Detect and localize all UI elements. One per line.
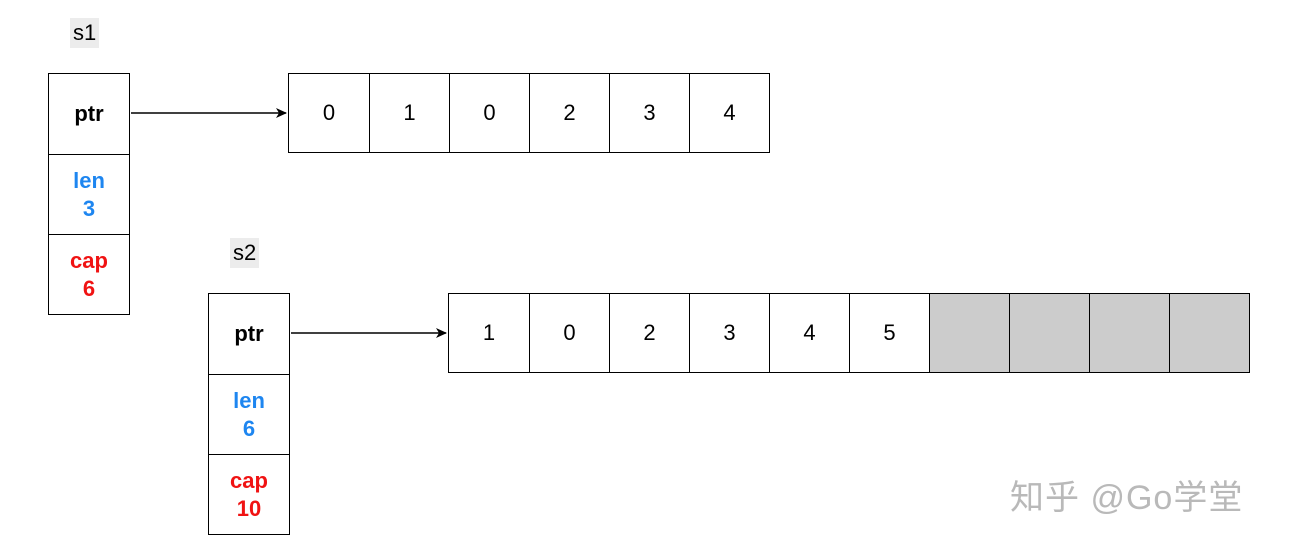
s2-label: s2 xyxy=(230,238,260,268)
s1-array-cell: 3 xyxy=(609,74,689,152)
s2-cap-field: cap 10 xyxy=(209,454,289,534)
s1-array-cell: 2 xyxy=(529,74,609,152)
s2-ptr-label: ptr xyxy=(234,321,264,346)
watermark: 知乎 @Go学堂 xyxy=(1010,479,1244,517)
s1-slice-header: ptr len 3 cap 6 xyxy=(48,73,130,315)
s2-array-cell xyxy=(1089,294,1169,372)
s1-cap-value: 6 xyxy=(82,275,96,301)
s2-array-cell: 4 xyxy=(769,294,849,372)
s1-cap-field: cap 6 xyxy=(49,234,129,314)
s2-len-value: 6 xyxy=(242,415,256,441)
s1-len-label: len xyxy=(73,167,105,193)
s1-array-cell: 0 xyxy=(289,74,369,152)
s2-array-cell xyxy=(929,294,1009,372)
s2-array-cell: 1 xyxy=(449,294,529,372)
s1-ptr-field: ptr xyxy=(49,74,129,154)
s2-array-cell: 2 xyxy=(609,294,689,372)
s1-array-cell: 4 xyxy=(689,74,769,152)
s2-array-cell: 0 xyxy=(529,294,609,372)
s2-ptr-field: ptr xyxy=(209,294,289,374)
s1-array-cell: 1 xyxy=(369,74,449,152)
s1-len-field: len 3 xyxy=(49,154,129,234)
s1-array-cell: 0 xyxy=(449,74,529,152)
s1-label: s1 xyxy=(70,18,100,48)
s1-cap-label: cap xyxy=(70,247,108,273)
s2-slice-header: ptr len 6 cap 10 xyxy=(208,293,290,535)
s1-ptr-label: ptr xyxy=(74,101,104,126)
s2-array-cell xyxy=(1169,294,1249,372)
s1-len-value: 3 xyxy=(82,195,96,221)
s2-cap-value: 10 xyxy=(236,495,262,521)
s2-len-label: len xyxy=(233,387,265,413)
s2-cap-label: cap xyxy=(230,467,268,493)
s2-array-cell xyxy=(1009,294,1089,372)
s2-array-cell: 5 xyxy=(849,294,929,372)
s2-array-cell: 3 xyxy=(689,294,769,372)
s2-len-field: len 6 xyxy=(209,374,289,454)
